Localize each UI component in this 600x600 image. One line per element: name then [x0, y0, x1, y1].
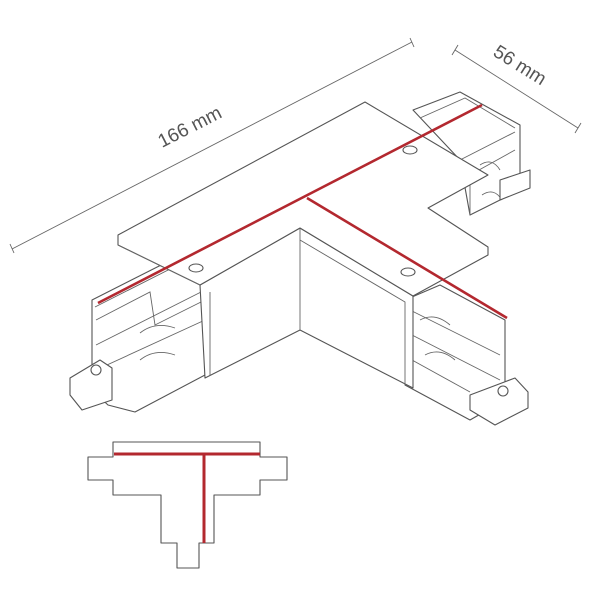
hole-icon: [400, 267, 416, 277]
conductor-line-main: [97, 103, 483, 305]
top-view-schematic: [87, 441, 288, 569]
screw-icon: [497, 385, 509, 397]
right-rail: [404, 284, 529, 426]
back-rail: [412, 91, 531, 216]
conductor-line-branch: [306, 196, 508, 320]
screw-icon: [90, 364, 102, 376]
length-label: 166 mm: [155, 103, 226, 153]
hole-icon: [402, 145, 418, 155]
left-rail: [69, 257, 206, 413]
width-label: 56 mm: [489, 41, 549, 90]
hole-icon: [188, 263, 204, 273]
dimension-line-length: [9, 37, 415, 254]
dimension-line-width: [451, 44, 582, 134]
